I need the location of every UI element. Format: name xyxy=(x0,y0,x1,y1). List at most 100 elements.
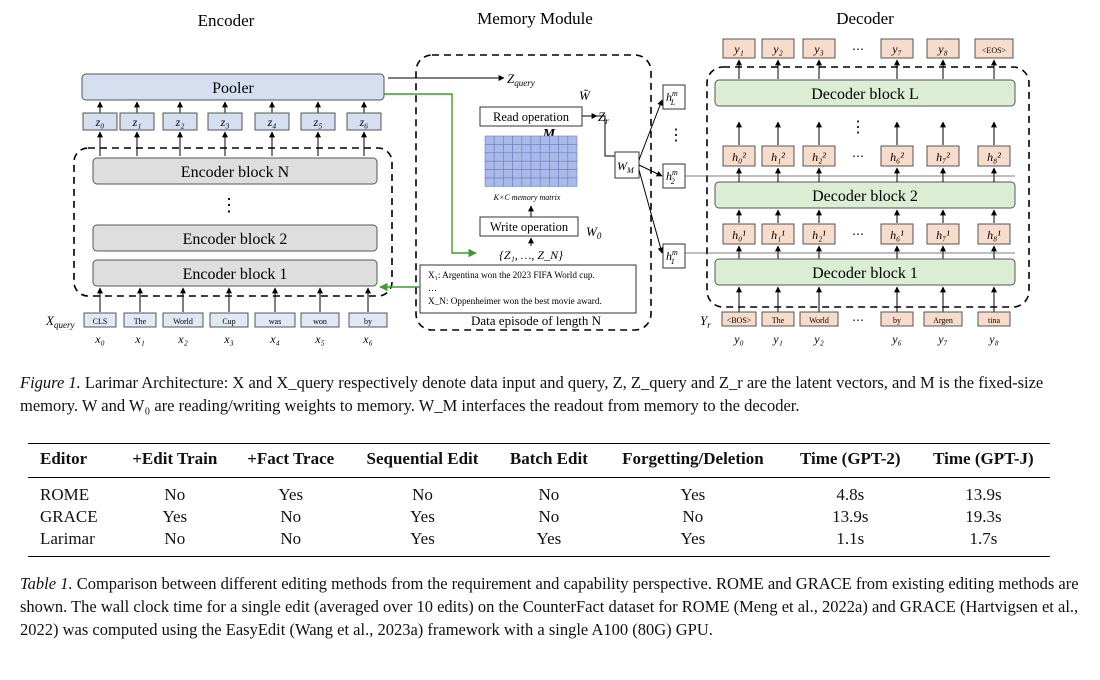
table-caption: Table 1. Comparison between different ed… xyxy=(20,572,1082,641)
table-cell: 13.9s xyxy=(965,485,1002,504)
memory-cell xyxy=(493,169,504,179)
data-episode-box xyxy=(419,264,637,314)
decoder-y-label: y₁ xyxy=(772,332,783,346)
w-tilde-label: W̃ xyxy=(579,88,591,103)
memory-cell xyxy=(512,177,523,187)
decoder-token-box xyxy=(923,311,963,327)
hidden-state-box xyxy=(977,223,1011,245)
decoder-output-dots: ⋯ xyxy=(852,42,864,56)
table-cell: No xyxy=(538,485,560,504)
encoder-token-box xyxy=(162,312,204,328)
table-caption-text: Comparison between different editing met… xyxy=(20,574,1079,639)
encoder-x-label: x₆ xyxy=(362,332,373,346)
memory-cell xyxy=(549,144,559,154)
decoder-token-label: The xyxy=(772,316,785,325)
hidden-state-box xyxy=(977,145,1011,167)
hidden-state-label: h₁² xyxy=(771,150,785,164)
memory-cell xyxy=(549,152,559,162)
memory-cell xyxy=(493,135,504,145)
zset-label: {Z₁, …, Z_N} xyxy=(499,248,563,262)
encoder-token-label: was xyxy=(269,317,281,326)
hidden-state-box xyxy=(761,145,795,167)
yr-label: Yr xyxy=(700,313,711,330)
decoder-token-box xyxy=(761,311,795,327)
table-header-cell: Editor xyxy=(40,449,88,468)
encoder-x-label: x₃ xyxy=(223,332,234,346)
table-cell: 19.3s xyxy=(965,507,1002,526)
memory-cell xyxy=(503,144,513,154)
encoder-token-label: CLS xyxy=(93,317,108,326)
memory-cell xyxy=(549,169,559,179)
svg-text:hm1: hm1 xyxy=(666,248,678,266)
latent-label: z₂ xyxy=(175,115,185,129)
decoder-output-label: y₈ xyxy=(937,42,948,56)
memory-cell xyxy=(558,135,569,145)
encoder-block-2 xyxy=(92,224,378,252)
editor-name-cell: ROME xyxy=(40,485,90,504)
hidden-state-label: h₇¹ xyxy=(936,228,950,242)
latent-box xyxy=(82,112,118,131)
memory-cell xyxy=(539,177,550,187)
memory-cell xyxy=(503,152,513,162)
hidden-dots: ⋯ xyxy=(852,227,864,241)
figure-caption-label: Figure 1. xyxy=(20,373,81,392)
memory-cell xyxy=(521,169,532,179)
latent-box xyxy=(300,112,336,131)
hidden-state-label: h₁¹ xyxy=(771,228,785,242)
memory-cell xyxy=(539,152,550,162)
pooler-box xyxy=(81,73,385,101)
table-header-cell: Forgetting/Deletion xyxy=(622,449,764,468)
table-cell: Yes xyxy=(410,529,435,548)
decoder-output-label: y₃ xyxy=(813,42,824,56)
encoder-x-label: x₀ xyxy=(94,332,105,346)
hidden-state-box xyxy=(722,145,756,167)
hidden-state-label: h₆¹ xyxy=(890,228,904,242)
read-operation-label: Read operation xyxy=(493,110,570,124)
memory-cell xyxy=(493,177,504,187)
encoder-token-box xyxy=(348,312,388,328)
memory-cell xyxy=(512,144,523,154)
memory-cell xyxy=(567,152,578,162)
decoder-title: Decoder xyxy=(836,9,894,28)
memory-cell xyxy=(521,144,532,154)
decoder-token-box xyxy=(799,311,839,327)
memory-cell xyxy=(567,160,578,170)
wm-label: WM xyxy=(617,159,635,175)
latent-box xyxy=(207,112,243,131)
decoder-token-label: by xyxy=(893,316,901,325)
memory-dashed-box xyxy=(415,54,652,331)
latent-box xyxy=(162,112,198,131)
encoder-x-label: x₅ xyxy=(314,332,325,346)
hm-dots: ⋮ xyxy=(668,127,684,144)
table-header-cell: Sequential Edit xyxy=(366,449,479,468)
latent-label: z₃ xyxy=(220,115,230,129)
latent-box xyxy=(254,112,290,131)
memory-cell xyxy=(512,135,523,145)
decoder-token-box xyxy=(721,311,757,327)
hidden-state-box xyxy=(802,223,836,245)
table-cell: Yes xyxy=(278,485,304,504)
memory-cell xyxy=(558,177,569,187)
hidden-state-label: h₈² xyxy=(987,150,1001,164)
memory-cell xyxy=(567,144,578,154)
memory-cell xyxy=(512,169,523,179)
memory-cell xyxy=(521,177,532,187)
table-cell: Yes xyxy=(410,507,435,526)
table-cell: No xyxy=(280,529,302,548)
latent-label: z₆ xyxy=(359,115,369,129)
decoder-block-1 xyxy=(714,258,1016,286)
memory-cell xyxy=(493,152,504,162)
hidden-state-label: h₀² xyxy=(732,150,746,164)
latent-box xyxy=(346,112,382,131)
episode-x1-line: X₁: Argentina won the 2023 FIFA World cu… xyxy=(428,270,595,280)
memory-matrix xyxy=(484,135,578,187)
encoder-token-box xyxy=(83,312,117,328)
decoder-token-label: World xyxy=(809,316,829,325)
table-header-cell: Time (GPT-2) xyxy=(799,449,901,468)
